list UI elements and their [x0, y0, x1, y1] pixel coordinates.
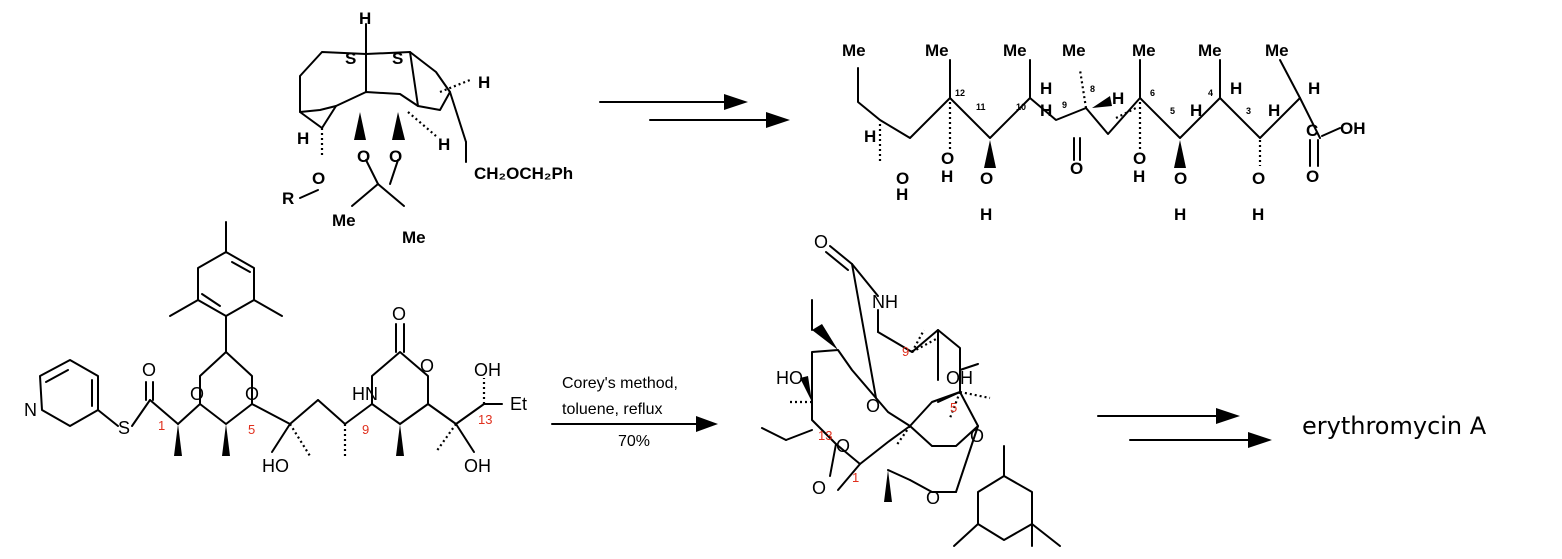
- hydrogen-label: H: [359, 9, 371, 28]
- hydroxyl-label: HO: [776, 368, 803, 388]
- hydroxyl-label: HO: [262, 456, 289, 476]
- carbon-number: 6: [1150, 88, 1155, 98]
- methyl-label: Me: [925, 41, 949, 60]
- methyl-label: Me: [1198, 41, 1222, 60]
- oxygen-label: O: [389, 147, 402, 166]
- hydrogen-label: H: [1190, 101, 1202, 120]
- oxygen-label: O: [941, 149, 954, 168]
- oxygen-label: O: [312, 169, 325, 188]
- position-number: 13: [818, 428, 832, 443]
- carbon-number: 10: [1016, 102, 1026, 112]
- carbon-number: 4: [1208, 88, 1213, 98]
- ethyl-label: Et: [510, 394, 527, 414]
- hydrogen-label: H: [1174, 205, 1186, 224]
- top-right-molecule: Me Me Me Me Me Me Me 12 11 10 9 8 6 5 4 …: [842, 41, 1366, 224]
- oxygen-label: O: [357, 147, 370, 166]
- conditions-line1: Corey's method,: [562, 375, 678, 392]
- hydrogen-label: H: [1133, 167, 1145, 186]
- oxygen-label: O: [1252, 169, 1265, 188]
- sulfur-label: S: [118, 418, 130, 438]
- product-label: erythromycin A: [1302, 412, 1487, 440]
- methyl-label: Me: [1003, 41, 1027, 60]
- hydrogen-label: H: [478, 73, 490, 92]
- oxygen-label: O: [392, 304, 406, 324]
- oxygen-label: O: [1133, 149, 1146, 168]
- hydrogen-label: H: [1268, 101, 1280, 120]
- hydrogen-label: H: [438, 135, 450, 154]
- hydrogen-label: H: [1252, 205, 1264, 224]
- oxygen-label: O: [970, 426, 984, 446]
- position-number: 9: [362, 422, 369, 437]
- nh-label: HN: [352, 384, 378, 404]
- hydroxyl-label: OH: [946, 368, 973, 388]
- yield-label: 70%: [618, 433, 650, 450]
- methyl-label: Me: [1132, 41, 1156, 60]
- hydroxyl-label: OH: [474, 360, 501, 380]
- side-chain-label: CH₂OCH₂Ph: [474, 164, 573, 183]
- r-group-label: R: [282, 189, 294, 208]
- bottom-right-molecule: O NH HO OH O O O O O 9 13 5 1: [761, 232, 1061, 547]
- oxygen-label: O: [245, 384, 259, 404]
- hydrogen-label: H: [941, 167, 953, 186]
- bottom-left-molecule: N S O O O HN O O OH HO OH Et 1 5 9 13: [24, 221, 527, 476]
- methyl-label: Me: [402, 228, 426, 247]
- methyl-label: Me: [332, 211, 356, 230]
- carbon-number: 8: [1090, 84, 1095, 94]
- position-number: 1: [158, 418, 165, 433]
- multistep-arrow-bottom: [1097, 408, 1272, 448]
- nh-label: NH: [872, 292, 898, 312]
- hydroxyl-label: OH: [464, 456, 491, 476]
- carbon-number: 5: [1170, 106, 1175, 116]
- macrolactonization-arrow: Corey's method, toluene, reflux 70%: [551, 375, 718, 450]
- methyl-label: Me: [1265, 41, 1289, 60]
- oxygen-label: O: [980, 169, 993, 188]
- nitrogen-label: N: [24, 400, 37, 420]
- hydrogen-label: H: [864, 127, 876, 146]
- carbon-label: C: [1306, 121, 1318, 140]
- carbon-number: 3: [1246, 106, 1251, 116]
- oxygen-label: O: [812, 478, 826, 498]
- position-number: 1: [852, 470, 859, 485]
- conditions-line2: toluene, reflux: [562, 401, 663, 418]
- top-left-molecule: S S H H H H O R O O Me Me CH₂OCH₂Ph: [282, 9, 573, 247]
- oxygen-label: O: [814, 232, 828, 252]
- multistep-arrow-top: [599, 94, 790, 128]
- hydrogen-label: H: [1040, 79, 1052, 98]
- methyl-label: Me: [842, 41, 866, 60]
- hydrogen-label: H: [896, 185, 908, 204]
- hydrogen-label: H: [1040, 101, 1052, 120]
- sulfur-label: S: [392, 49, 403, 68]
- carbon-number: 12: [955, 88, 965, 98]
- oxygen-label: O: [142, 360, 156, 380]
- hydrogen-label: H: [1230, 79, 1242, 98]
- hydroxyl-label: OH: [1340, 119, 1366, 138]
- hydrogen-label: H: [1112, 89, 1124, 108]
- oxygen-label: O: [836, 436, 850, 456]
- position-number: 13: [478, 412, 492, 427]
- oxygen-label: O: [866, 396, 880, 416]
- position-number: 5: [248, 422, 255, 437]
- hydrogen-label: H: [297, 129, 309, 148]
- carbon-number: 9: [1062, 100, 1067, 110]
- sulfur-label: S: [345, 49, 356, 68]
- hydrogen-label: H: [1308, 79, 1320, 98]
- oxygen-label: O: [926, 488, 940, 508]
- position-number: 9: [902, 344, 909, 359]
- oxygen-label: O: [420, 356, 434, 376]
- oxygen-label: O: [1070, 159, 1083, 178]
- hydrogen-label: H: [980, 205, 992, 224]
- oxygen-label: O: [896, 169, 909, 188]
- oxygen-label: O: [1174, 169, 1187, 188]
- methyl-label: Me: [1062, 41, 1086, 60]
- position-number: 5: [950, 400, 957, 415]
- carbon-number: 11: [976, 102, 986, 112]
- oxygen-label: O: [190, 384, 204, 404]
- oxygen-label: O: [1306, 167, 1319, 186]
